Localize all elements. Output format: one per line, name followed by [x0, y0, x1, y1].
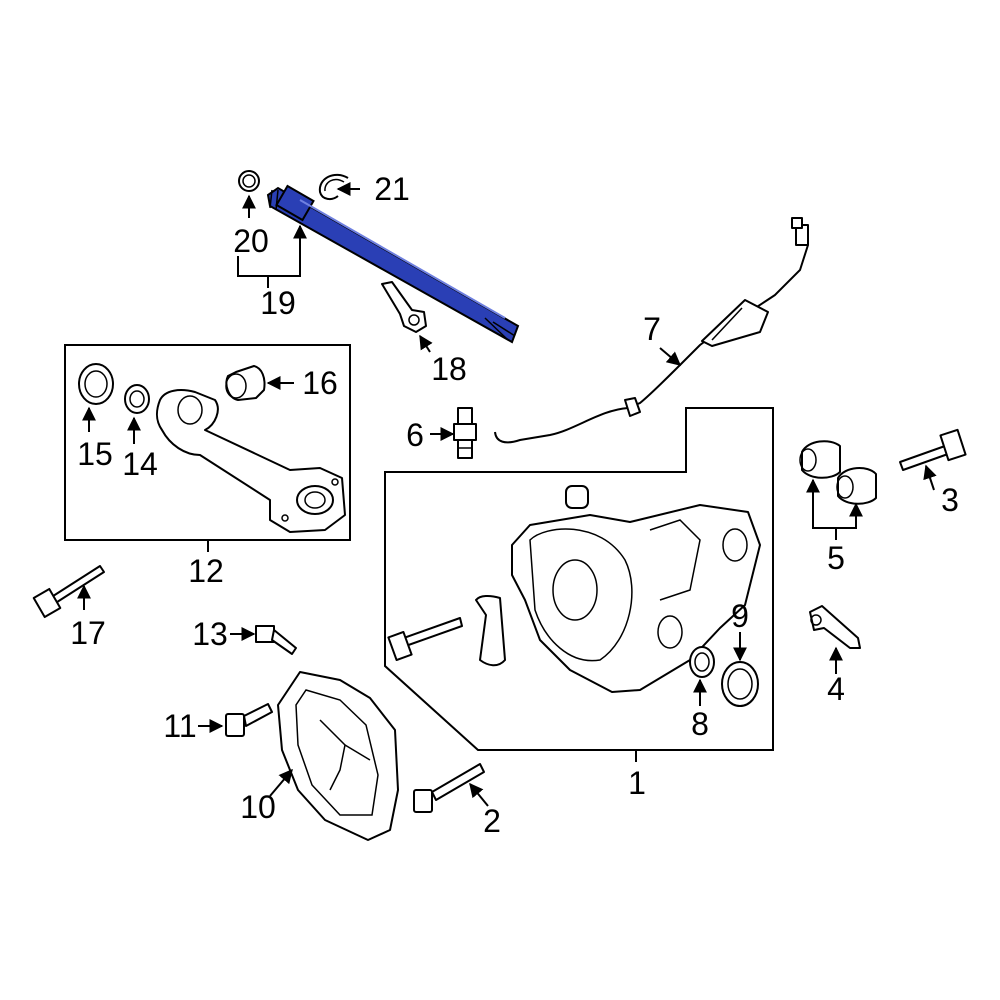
bearing-part-8[interactable] — [689, 646, 715, 678]
callout-1: 1 — [628, 765, 646, 801]
bolt-part-2[interactable] — [413, 763, 485, 813]
axle-shaft-highlighted[interactable] — [266, 184, 520, 344]
o-ring-part[interactable] — [238, 170, 260, 192]
callout-2: 2 — [483, 803, 501, 839]
callout-15: 15 — [77, 436, 113, 472]
callout-18: 18 — [431, 351, 467, 387]
axle-tube-housing-part[interactable] — [155, 389, 346, 533]
callout-16: 16 — [302, 365, 338, 401]
bolt-part-3[interactable] — [899, 428, 967, 471]
carrier-housing-part[interactable] — [511, 504, 761, 693]
bushing-part-5a[interactable] — [799, 440, 841, 479]
leader-lines — [77, 182, 937, 807]
wiring-harness-part[interactable] — [494, 217, 809, 444]
callout-7: 7 — [643, 311, 661, 347]
seal-part-9[interactable] — [721, 661, 759, 707]
bushing-part-16[interactable] — [225, 365, 266, 401]
bearing-cap-part[interactable] — [475, 594, 506, 667]
bracket-part[interactable] — [381, 281, 427, 333]
callout-13: 13 — [192, 616, 228, 652]
bolt-part-17[interactable] — [32, 565, 105, 619]
carrier-assembly-box — [384, 407, 774, 751]
bushing-part-5b[interactable] — [836, 467, 877, 505]
callout-3: 3 — [941, 482, 959, 518]
bolt-part-11[interactable] — [225, 703, 273, 737]
callout-6: 6 — [406, 417, 424, 453]
callout-4: 4 — [827, 671, 845, 707]
callout-20: 20 — [233, 223, 269, 259]
callout-12: 12 — [188, 553, 224, 589]
differential-cover-part[interactable] — [277, 671, 399, 841]
snap-ring-part[interactable] — [318, 173, 349, 201]
seal-part-15[interactable] — [78, 363, 114, 405]
cap-bolt-part[interactable] — [387, 617, 463, 662]
bolt-part-13[interactable] — [255, 625, 297, 655]
callout-10: 10 — [240, 789, 276, 825]
callout-labels: 21 20 19 18 7 6 16 15 14 12 17 13 11 10 … — [70, 171, 959, 839]
small-bushing-part[interactable] — [565, 485, 589, 509]
callout-5: 5 — [827, 540, 845, 576]
bracket-part-4[interactable] — [809, 605, 861, 649]
callout-19: 19 — [260, 285, 296, 321]
sensor-part[interactable] — [453, 407, 477, 459]
callout-11: 11 — [163, 708, 196, 744]
callout-9: 9 — [731, 598, 749, 634]
callout-21: 21 — [374, 171, 410, 207]
bearing-part-14[interactable] — [124, 384, 150, 414]
callout-8: 8 — [691, 706, 709, 742]
callout-17: 17 — [70, 615, 106, 651]
callout-14: 14 — [122, 446, 158, 482]
